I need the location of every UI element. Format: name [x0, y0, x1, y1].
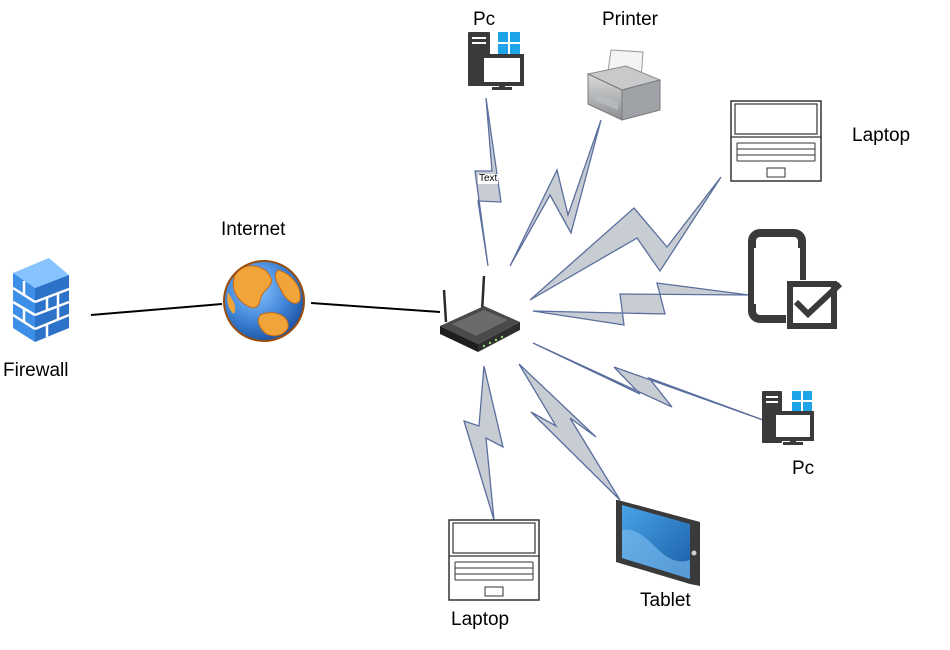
internet-label: Internet [221, 219, 286, 240]
wireless-link-pc-right [532, 342, 764, 421]
windows-pc-icon [762, 391, 814, 445]
tablet-icon [616, 500, 700, 586]
link-firewall-internet [90, 303, 223, 316]
wireless-router-icon [440, 275, 520, 352]
tablet-label: Tablet [640, 590, 691, 611]
firewall-icon [12, 258, 70, 342]
laptop-right-label: Laptop [852, 125, 911, 146]
laptop-icon [448, 519, 540, 601]
laptop-bottom-label: Laptop [451, 609, 510, 630]
link-internet-router [310, 302, 441, 313]
mobile-device-checked-icon [748, 229, 843, 330]
edge-text-label: Text [478, 173, 499, 184]
laptop-icon [730, 100, 822, 182]
wireless-link-printer [509, 119, 602, 267]
wireless-link-tablet [518, 363, 621, 501]
windows-pc-icon [468, 32, 524, 90]
firewall-label: Firewall [3, 360, 69, 381]
pc-right-label: Pc [792, 458, 815, 479]
printer-label: Printer [602, 9, 658, 30]
wireless-link-mobile [532, 282, 750, 326]
wireless-link-laptop-right [529, 176, 722, 301]
wireless-links [463, 97, 764, 521]
pc-top-label: Pc [473, 9, 496, 30]
printer-icon [586, 49, 662, 121]
wireless-link-laptop-bottom [463, 365, 504, 521]
globe-icon [223, 260, 305, 342]
